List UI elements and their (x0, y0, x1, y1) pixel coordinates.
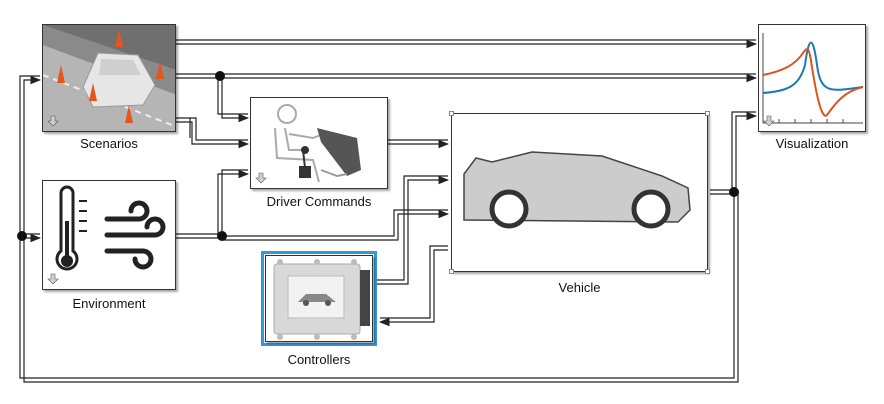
signal-vehicle-to-visualization[interactable] (710, 111, 758, 195)
signal-controllers-to-vehicle[interactable] (376, 175, 450, 285)
controllers-label: Controllers (287, 352, 351, 367)
vehicle-label: Vehicle (558, 280, 601, 295)
controllers-selection-frame (261, 251, 377, 346)
junction-dot (729, 187, 739, 197)
driver-commands-label: Driver Commands (266, 194, 372, 209)
signal-scenarios-to-driver-commands-2[interactable] (176, 117, 250, 149)
environment-block[interactable] (42, 180, 176, 290)
resize-handle[interactable] (449, 269, 454, 274)
signal-driver-commands-to-vehicle[interactable] (388, 139, 450, 149)
driver-commands-block[interactable] (250, 97, 388, 189)
arrow-down-icon (255, 172, 267, 184)
ecu-icon (266, 256, 372, 341)
arrow-down-icon (763, 115, 775, 127)
scenarios-block[interactable] (42, 24, 176, 132)
arrow-down-icon (47, 273, 59, 285)
controllers-block[interactable] (265, 255, 373, 342)
resize-handle[interactable] (449, 111, 454, 116)
scenarios-label: Scenarios (80, 136, 138, 151)
visualization-block[interactable] (758, 24, 866, 132)
signal-environment-to-driver-commands[interactable] (176, 169, 250, 239)
environment-label: Environment (72, 296, 146, 311)
road-scene-icon (43, 25, 175, 131)
resize-handle[interactable] (705, 269, 710, 274)
car-silhouette-icon (463, 151, 691, 229)
visualization-label: Visualization (775, 136, 849, 151)
signal-scenarios-to-driver-commands[interactable] (217, 76, 250, 123)
plot-icon (759, 25, 865, 131)
signal-scenarios-to-visualization-2[interactable] (176, 73, 758, 83)
signal-feedback-to-scenarios[interactable] (19, 75, 42, 236)
driver-seat-icon (274, 104, 361, 183)
junction-dot (215, 71, 225, 81)
thermometer-wind-icon (55, 185, 166, 271)
arrow-down-icon (47, 115, 59, 127)
signal-vehicle-to-controllers[interactable] (378, 245, 448, 327)
signal-environment-to-vehicle[interactable] (222, 209, 450, 241)
vehicle-block[interactable] (451, 113, 708, 272)
resize-handle[interactable] (705, 111, 710, 116)
junction-dot (17, 231, 27, 241)
junction-dot (217, 231, 227, 241)
signal-vehicle-feedback-loop[interactable] (19, 192, 739, 383)
signal-scenarios-to-visualization-1[interactable] (176, 39, 758, 49)
